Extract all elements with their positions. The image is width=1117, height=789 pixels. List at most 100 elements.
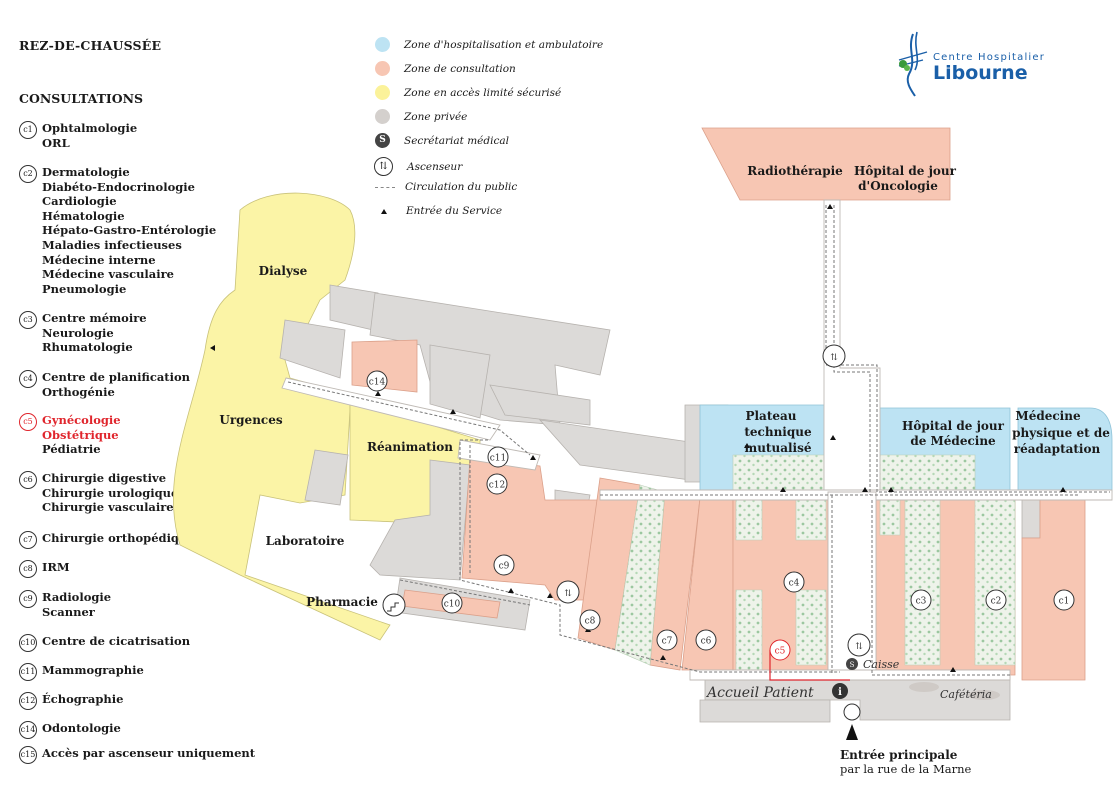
label-plateau-1: Plateau (745, 409, 796, 423)
label-reanimation: Réanimation (367, 440, 453, 454)
main-entrance-door-icon (843, 703, 861, 721)
consultation-code-badge: c1 (19, 121, 37, 139)
legend-item: Zone d'hospitalisation et ambulatoire (375, 37, 603, 52)
consultation-line: Diabéto-Endocrinologie (42, 179, 195, 194)
legend-label: Zone en accès limité sécurisé (404, 86, 562, 99)
legend-item: S Secrétariat médical (375, 133, 509, 148)
marker-c1 (1053, 589, 1075, 611)
marker-label-c8: c8 (585, 617, 596, 627)
marker-c6 (695, 629, 717, 651)
marker-label-c2: c2 (991, 597, 1002, 607)
label-accueil: Accueil Patient (705, 685, 814, 701)
consultation-line: Médecine vasculaire (42, 267, 174, 282)
consultation-item-c8: c8 IRM (19, 560, 70, 578)
legend-item: Zone en accès limité sécurisé (375, 85, 561, 100)
zone-private (279, 284, 1041, 723)
marker-c7 (656, 629, 678, 651)
consultation-line: IRM (42, 560, 70, 574)
consultations-title: CONSULTATIONS (19, 91, 144, 106)
consultation-line: Chirurgie orthopédique (42, 531, 195, 545)
marker-c11 (487, 446, 509, 468)
marker-label-c3: c3 (916, 597, 927, 607)
legend-label: Zone de consultation (404, 62, 516, 75)
legend-item: ⇅Ascenseur (374, 157, 462, 176)
marker-c3 (910, 589, 932, 611)
hospital-logo: Centre Hospitalier Libourne (893, 30, 1093, 100)
consultation-line: Chirurgie vasculaire (42, 500, 174, 515)
dashed-line (375, 186, 395, 188)
elevator-icon: ⇅ (822, 344, 846, 368)
consultation-code-badge: c3 (19, 311, 37, 329)
consultation-line: Hépato-Gastro-Entérologie (42, 223, 217, 238)
consultation-code-badge: c2 (19, 165, 37, 183)
legend-item: Entrée du Service (375, 205, 502, 217)
consultation-code-badge: c9 (19, 590, 37, 608)
label-dialyse: Dialyse (259, 264, 308, 278)
consultation-line: Odontologie (42, 721, 121, 735)
c5-route (769, 650, 850, 681)
svg-text:⇅: ⇅ (855, 642, 863, 652)
consultation-line: Scanner (42, 604, 95, 619)
cafeteria-table (968, 690, 1000, 700)
consultation-code-badge: c8 (19, 560, 37, 578)
consultation-line: Centre mémoire (42, 311, 147, 325)
marker-label-c12: c12 (489, 481, 506, 491)
svg-text:S: S (850, 661, 855, 669)
consultation-line: Obstétrique (42, 427, 119, 442)
consultation-line: ORL (42, 135, 70, 150)
marker-c12 (486, 473, 508, 495)
entrance-line-1: Entrée principale (840, 748, 958, 762)
consultation-item-c7: c7 Chirurgie orthopédique (19, 531, 195, 549)
label-cafeteria: Cafétéria (940, 688, 992, 701)
consultation-line: Hématologie (42, 208, 125, 223)
consultation-line: Gynécologie (42, 413, 121, 427)
marker-c10 (441, 592, 463, 614)
consultation-code-badge: c10 (19, 634, 37, 652)
stairs-icon (382, 593, 406, 617)
logo-line-2: Libourne (933, 62, 1028, 84)
blue-dot (375, 37, 390, 52)
label-pharmacie: Pharmacie (306, 595, 378, 609)
label-caisse: Caisse (863, 658, 900, 671)
consultation-line: Chirurgie digestive (42, 471, 167, 485)
marker-label-c5: c5 (775, 647, 786, 657)
caisse-secretariat-icon: S (846, 658, 858, 670)
label-mpr-1: Médecine (1015, 409, 1081, 423)
consultation-line: Accès par ascenseur uniquement (42, 746, 256, 760)
label-urgences: Urgences (219, 413, 282, 427)
legend-label: Secrétariat médical (404, 134, 509, 147)
consultation-code-badge: c5 (19, 413, 37, 431)
logo-emblem-icon (898, 31, 928, 97)
marker-label-c11: c11 (490, 454, 507, 464)
yellow-dot (375, 85, 390, 100)
consultation-line: Échographie (42, 692, 124, 706)
marker-label-c4: c4 (789, 579, 800, 589)
secretariat-s-icon: S (375, 133, 390, 148)
consultation-line: Radiologie (42, 590, 112, 604)
legend-label: Entrée du Service (406, 205, 503, 217)
label-plateau-3: mutualisé (745, 441, 812, 455)
marker-label-c1: c1 (1059, 597, 1070, 607)
consultation-line: Dermatologie (42, 165, 130, 179)
consultation-code-badge: c7 (19, 531, 37, 549)
marker-label-c7: c7 (662, 637, 673, 647)
svg-text:i: i (838, 687, 842, 698)
consultation-line: Chirurgie urologique (42, 485, 179, 500)
main-entrance-label: Entrée principale par la rue de la Marne (840, 748, 971, 776)
consultation-code-badge: c14 (19, 721, 37, 739)
floor-title: REZ-DE-CHAUSSÉE (19, 38, 162, 53)
consultation-line: Pédiatrie (42, 442, 101, 457)
label-hdj-med-2: de Médecine (910, 434, 996, 448)
legend-item: Circulation du public (375, 181, 517, 193)
marker-label-c10: c10 (444, 600, 461, 610)
